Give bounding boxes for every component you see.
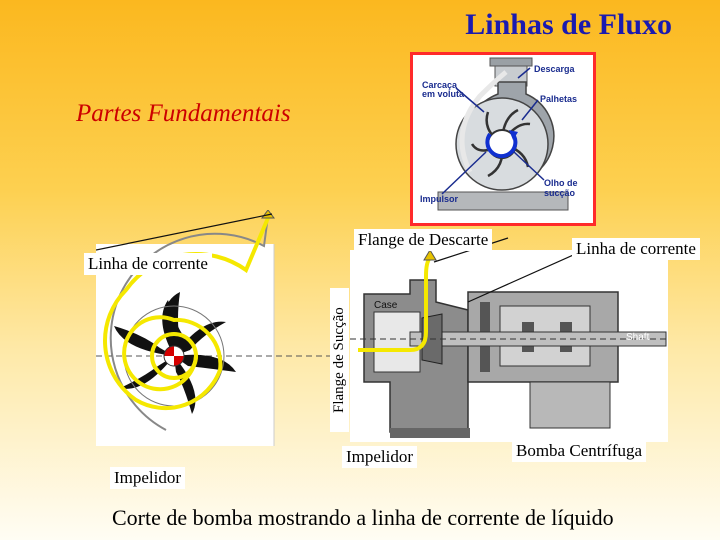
- flange-descarte-label: Flange de Descarte: [354, 229, 493, 251]
- label-olho: Olho de: [544, 178, 578, 188]
- section-subtitle: Partes Fundamentais: [76, 100, 291, 127]
- flange-succao-label: Flange de Sucção: [330, 288, 349, 432]
- label-impulsor: Impulsor: [420, 194, 459, 204]
- left-impeller-label: Impelidor: [110, 467, 186, 489]
- impeller-streamline-diagram: [96, 210, 346, 446]
- left-streamline-label: Linha de corrente: [84, 253, 212, 275]
- label-descarga: Descarga: [534, 64, 576, 74]
- page-title: Linhas de Fluxo: [465, 8, 672, 41]
- drive-shaft-label-1: Drive: [626, 320, 650, 331]
- right-streamline-label: Linha de corrente: [572, 238, 700, 260]
- label-carcaca: Carcaça: [422, 80, 458, 90]
- label-palhetas: Palhetas: [540, 94, 577, 104]
- figure-caption: Corte de bomba mostrando a linha de corr…: [112, 505, 614, 530]
- label-voluta: em voluta: [422, 89, 465, 99]
- centrifugal-pump-cutaway: Case Drive Shaft: [350, 237, 670, 442]
- right-impeller-label: Impelidor: [342, 446, 418, 468]
- drive-shaft-label-2: Shaft: [626, 332, 650, 343]
- volute-pump-photo: Descarga Carcaça em voluta Palhetas Olho…: [410, 52, 596, 226]
- label-succao: sucção: [544, 188, 576, 198]
- pump-name-label: Bomba Centrífuga: [512, 440, 647, 462]
- case-label: Case: [374, 300, 398, 311]
